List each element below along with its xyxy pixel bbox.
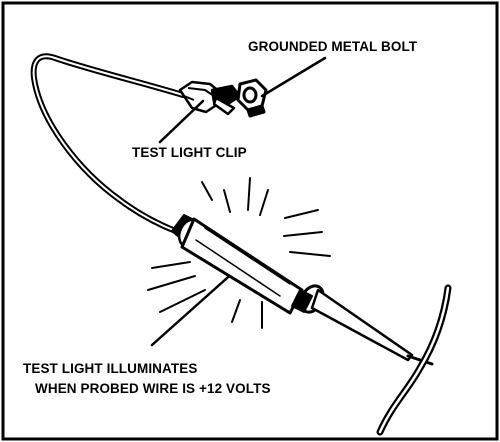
illuminates-label-line-2: WHEN PROBED WIRE IS +12 VOLTS <box>35 381 271 396</box>
light-rays <box>147 177 331 329</box>
bolt-leader-line <box>260 56 327 98</box>
test-lead-wire <box>30 53 186 235</box>
grounded-bolt-icon <box>236 78 268 118</box>
grounded-bolt-label: GROUNDED METAL BOLT <box>248 39 418 54</box>
clip-leader-line <box>158 99 205 144</box>
test-light-body-icon <box>171 214 434 366</box>
test-light-clip-icon <box>178 80 242 116</box>
illuminates-label-line-1: TEST LIGHT ILLUMINATES <box>23 361 198 376</box>
probed-wire <box>376 284 452 436</box>
test-light-clip-label: TEST LIGHT CLIP <box>132 145 247 160</box>
